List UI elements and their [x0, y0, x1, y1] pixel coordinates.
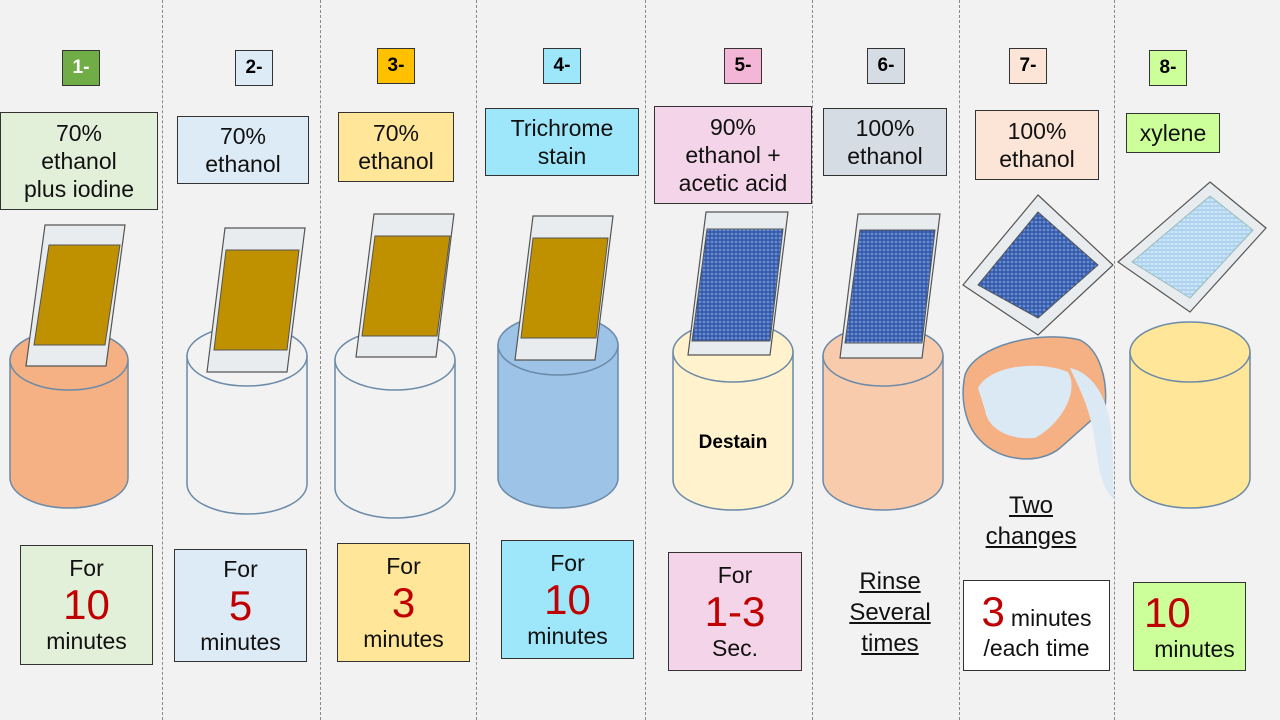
step-7-time-value: 3: [981, 588, 1005, 635]
step-6-note: Rinse Several times: [849, 568, 931, 657]
step-4-time-unit: minutes: [527, 622, 608, 649]
step-4-number: 4-: [543, 48, 581, 84]
step-2-number: 2-: [235, 50, 273, 86]
column-divider: [812, 0, 813, 720]
slide-7: [962, 194, 1114, 336]
column-divider: [162, 0, 163, 720]
step-3-number: 3-: [377, 48, 415, 84]
slide-4: [514, 215, 614, 361]
step-8-reagent: xylene: [1126, 113, 1220, 153]
slide-2: [206, 227, 306, 373]
column-divider: [1114, 0, 1115, 720]
step-7-reagent: 100% ethanol: [975, 110, 1099, 180]
step-8-time-unit: minutes: [1154, 636, 1235, 662]
step-4-time-prefix: For: [550, 549, 585, 576]
step-7-note: Two changes: [985, 492, 1077, 550]
slide-8: [1117, 181, 1267, 313]
step-6-reagent: 100% ethanol: [823, 108, 947, 176]
step-5-time-unit: Sec.: [711, 634, 759, 661]
step-2-time-prefix: For: [223, 555, 258, 582]
step-2-time-value: 5: [228, 581, 253, 629]
slide-6: [839, 213, 941, 359]
jar-5-label: Destain: [698, 432, 768, 453]
column-divider: [959, 0, 960, 720]
step-5-time-value: 1-3: [704, 587, 766, 635]
step-5-time-prefix: For: [717, 561, 753, 588]
step-8-number: 8-: [1149, 50, 1187, 86]
step-1-time-value: 10: [63, 581, 110, 628]
step-4-time-value: 10: [544, 575, 591, 623]
step-5-reagent: 90% ethanol + acetic acid: [654, 106, 812, 204]
step-1-number: 1-: [62, 50, 100, 86]
step-7-time: 3 minutes /each time: [963, 580, 1110, 671]
column-divider: [320, 0, 321, 720]
step-3-time-value: 3: [391, 578, 416, 626]
step-3-time: For 3 minutes: [337, 543, 470, 662]
step-2-time-unit: minutes: [200, 628, 281, 655]
column-divider: [645, 0, 646, 720]
step-3-reagent: 70% ethanol: [338, 112, 454, 182]
step-4-reagent: Trichrome stain: [485, 108, 639, 176]
column-divider: [476, 0, 477, 720]
jar-8: [1129, 321, 1251, 509]
step-8-time: 10 minutes: [1133, 582, 1246, 671]
step-7-number: 7-: [1009, 48, 1047, 84]
step-6-number: 6-: [867, 48, 905, 84]
step-1-reagent: 70% ethanol plus iodine: [0, 112, 158, 210]
step-8-time-value: 10: [1144, 589, 1191, 636]
jar-3: [334, 329, 456, 519]
slide-5: [687, 211, 789, 356]
step-1-time: For 10 minutes: [20, 545, 153, 665]
step-5-number: 5-: [724, 48, 762, 84]
slide-1: [25, 224, 126, 367]
step-4-time: For 10 minutes: [501, 540, 634, 659]
slide-3: [355, 213, 455, 358]
step-1-time-unit: minutes: [46, 628, 127, 654]
step-2-reagent: 70% ethanol: [177, 116, 309, 184]
step-3-time-prefix: For: [386, 552, 421, 579]
step-3-time-unit: minutes: [363, 625, 444, 652]
step-7-time-line: 3 minutes: [982, 589, 1092, 635]
step-5-time: For 1-3 Sec.: [668, 552, 802, 671]
pouring-beaker: [962, 336, 1115, 500]
step-2-time: For 5 minutes: [174, 549, 307, 662]
step-7-time-unit: minutes: [1010, 605, 1092, 631]
step-1-time-prefix: For: [69, 555, 104, 581]
step-7-time-suffix: /each time: [983, 635, 1090, 661]
